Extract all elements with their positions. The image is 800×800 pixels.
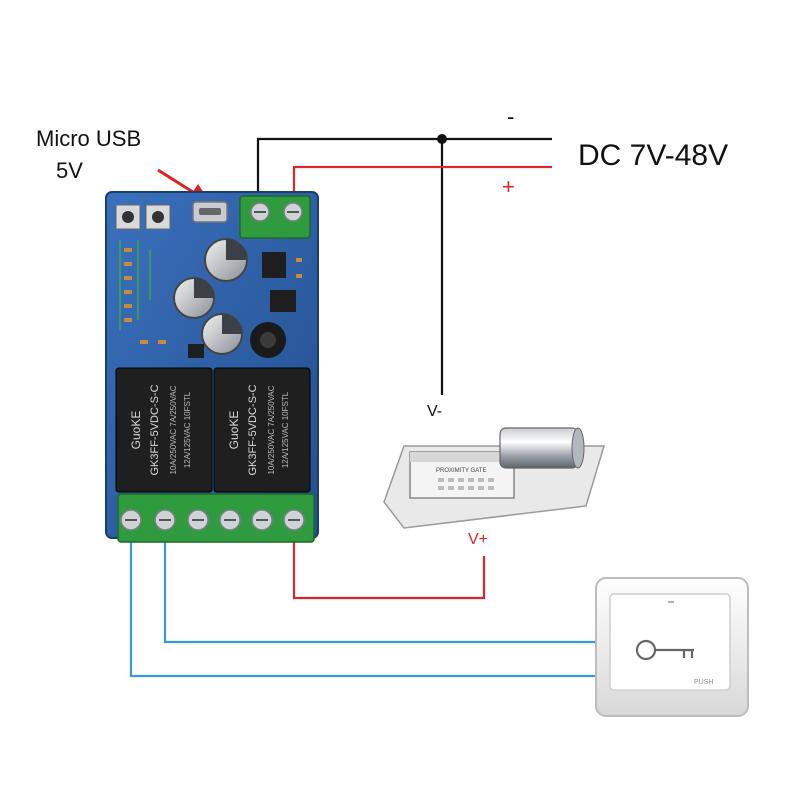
relay-2-brand: GuoKE <box>227 411 241 450</box>
relay-2: GuoKE GK3FF-5VDC-S-C 10A/250VAC 7A/250VA… <box>213 367 311 493</box>
ic-chip-3 <box>188 344 204 358</box>
usb-label-line2: 5V <box>56 158 83 183</box>
lock-bolt-cylinder <box>499 427 579 469</box>
wire-switch-2 <box>129 520 598 678</box>
negative-sign-label: - <box>507 104 514 129</box>
wire-lock-positive <box>292 520 486 600</box>
lock-positive-label: V+ <box>468 531 488 548</box>
usb-label-line1: Micro USB <box>36 126 141 151</box>
lock-contact-grid <box>438 478 494 490</box>
relay-1-brand: GuoKE <box>129 411 143 450</box>
push-label: PUSH <box>694 679 713 686</box>
ic-chip-1 <box>262 252 286 278</box>
smd-components <box>124 248 302 344</box>
relay-2-rating-2: 12A/125VAC 10FSTL <box>281 391 290 468</box>
switch-button-face <box>609 593 731 691</box>
relay-board: GuoKE GK3FF-5VDC-S-C 10A/250VAC 7A/250VA… <box>105 191 319 543</box>
inductor <box>250 322 286 358</box>
wire-negative-supply <box>256 137 552 210</box>
positive-sign-label: + <box>502 174 515 199</box>
output-terminal-screws <box>120 509 305 531</box>
push-exit-switch: PUSH <box>595 577 749 717</box>
relay-2-model: GK3FF-5VDC-S-C <box>247 384 259 475</box>
board-button-1 <box>115 204 141 230</box>
relay-1-model: GK3FF-5VDC-S-C <box>149 384 161 475</box>
relay-2-rating-1: 10A/250VAC 7A/250VAC <box>267 385 276 474</box>
lock-plate-text: PROXIMITY GATE <box>436 468 486 474</box>
capacitor-1 <box>204 238 248 282</box>
capacitor-2 <box>173 277 215 319</box>
power-terminal-screws <box>250 202 303 222</box>
key-icon <box>635 639 694 661</box>
relay-1: GuoKE GK3FF-5VDC-S-C 10A/250VAC 7A/250VA… <box>115 367 213 493</box>
electric-bolt-lock: PROXIMITY GATE <box>383 427 606 529</box>
relay-1-rating-2: 12A/125VAC 10FSTL <box>183 391 192 468</box>
supply-voltage-label: DC 7V-48V <box>578 139 728 172</box>
wire-switch-1 <box>163 520 598 644</box>
lock-negative-label: V- <box>427 403 442 420</box>
ic-chip-2 <box>270 290 296 312</box>
wire-junction-dot <box>437 134 447 144</box>
pcb-trace <box>119 240 151 330</box>
capacitor-3 <box>201 313 243 355</box>
relay-1-rating-1: 10A/250VAC 7A/250VAC <box>169 385 178 474</box>
